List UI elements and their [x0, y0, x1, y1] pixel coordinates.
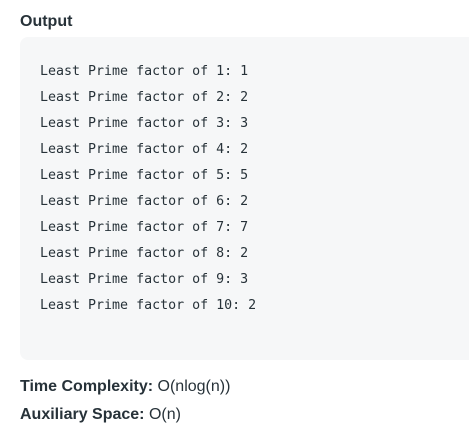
- output-line: Least Prime factor of 5: 5: [40, 168, 249, 183]
- output-line: Least Prime factor of 2: 2: [40, 90, 249, 105]
- output-line: Least Prime factor of 6: 2: [40, 194, 249, 209]
- output-line: Least Prime factor of 10: 2: [40, 298, 257, 313]
- output-line: Least Prime factor of 1: 1: [40, 64, 249, 79]
- output-line: Least Prime factor of 8: 2: [40, 246, 249, 261]
- time-complexity-row: Time Complexity: O(nlog(n)): [20, 377, 230, 397]
- auxiliary-space-row: Auxiliary Space: O(n): [20, 405, 181, 425]
- time-complexity-label: Time Complexity:: [20, 378, 154, 395]
- output-line: Least Prime factor of 7: 7: [40, 220, 249, 235]
- auxiliary-space-label: Auxiliary Space:: [20, 406, 145, 423]
- output-line: Least Prime factor of 4: 2: [40, 142, 249, 157]
- output-line: Least Prime factor of 9: 3: [40, 272, 249, 287]
- output-code-block: Least Prime factor of 1: 1 Least Prime f…: [20, 37, 469, 360]
- output-line: Least Prime factor of 3: 3: [40, 116, 249, 131]
- time-complexity-value: O(nlog(n)): [157, 378, 231, 395]
- auxiliary-space-value: O(n): [148, 406, 181, 423]
- output-heading: Output: [20, 13, 73, 30]
